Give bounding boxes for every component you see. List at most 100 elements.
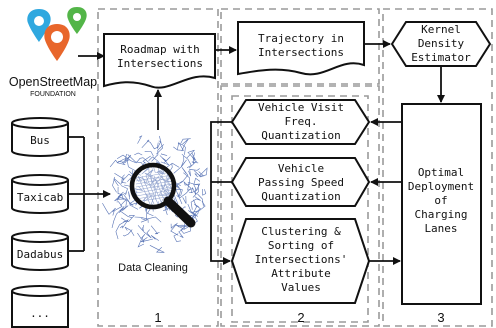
road-segment [186, 149, 196, 161]
node-roadmap: Roadmap with Intersections [103, 33, 216, 89]
map-pin-icon-orange [44, 24, 70, 61]
node-visit-line: Vehicle Visit [258, 101, 344, 114]
source-dadabus: Dadabus [11, 231, 69, 271]
node-visit-line: Quantization [261, 129, 340, 142]
road-segment [121, 174, 125, 184]
road-segment [115, 217, 127, 240]
node-optimal: Optimal Deployment of Charging Lanes [401, 103, 482, 305]
road-segment [116, 157, 127, 166]
osm-logo-name: OpenStreetMap [9, 75, 97, 89]
node-roadmap-line: Roadmap with [120, 43, 199, 56]
road-segment [135, 192, 173, 200]
road-segment [173, 141, 184, 151]
stage-2-box [220, 85, 380, 327]
road-segment [117, 186, 123, 195]
road-segment [134, 216, 162, 223]
road-segment [202, 188, 207, 196]
node-visit-line: Freq. [284, 115, 317, 128]
source-label: Bus [30, 134, 50, 147]
road-segment [135, 171, 173, 179]
road-segment [137, 175, 151, 205]
road-segment [123, 229, 133, 237]
road-segment [190, 196, 201, 210]
road-segment [135, 186, 173, 194]
road-segment [197, 193, 204, 207]
road-segment [119, 205, 133, 218]
road-segment [163, 178, 168, 189]
node-kde-line: Estimator [411, 51, 471, 64]
road-segment [189, 189, 198, 194]
node-trajectory-line: Trajectory in [258, 32, 344, 45]
map-pin-icon-green [67, 7, 87, 34]
source-label: Dadabus [17, 248, 63, 261]
road-network-image: Data Cleaning [102, 135, 208, 274]
road-segment [178, 220, 186, 238]
road-segment [140, 219, 149, 223]
node-clustering-line: Values [281, 281, 321, 294]
source-more: ... [11, 285, 69, 328]
road-segment [113, 176, 119, 187]
road-segment [149, 245, 165, 253]
road-segment [134, 152, 143, 156]
node-trajectory: Trajectory in Intersections [237, 21, 365, 76]
road-segment [124, 226, 135, 237]
node-speed-line: Vehicle [278, 162, 324, 175]
road-segment [140, 237, 154, 243]
road-segment [111, 206, 125, 228]
road-segment [129, 202, 139, 210]
road-segment [173, 159, 187, 174]
road-segment [144, 151, 154, 157]
source-label: Taxicab [17, 191, 63, 204]
road-segment [150, 225, 160, 235]
road-segment [121, 177, 127, 184]
road-segment [191, 155, 198, 163]
road-segment [137, 224, 144, 232]
stage-number-3: 3 [437, 310, 444, 325]
road-segment [126, 159, 137, 172]
road-segment [180, 223, 192, 234]
node-speed-line: Quantization [261, 190, 340, 203]
road-segment [182, 206, 186, 210]
road-segment [144, 172, 158, 182]
road-segment [188, 161, 199, 169]
flow-edges [154, 40, 445, 265]
map-pin-icon-blue [27, 9, 51, 42]
road-segment [114, 193, 124, 202]
road-segment [141, 139, 150, 149]
stage-number-1: 1 [154, 310, 161, 325]
road-segment [114, 172, 134, 181]
road-segment [129, 157, 141, 164]
road-segment [135, 177, 173, 185]
road-segment [120, 198, 127, 207]
road-segment [187, 203, 199, 217]
node-optimal-line: of [434, 194, 447, 207]
road-segment [190, 210, 199, 221]
magnifier-icon [129, 162, 196, 228]
road-segment [116, 153, 131, 162]
road-segment [181, 138, 189, 152]
node-clustering-line: Clustering & [261, 225, 341, 238]
road-segment [127, 154, 146, 166]
road-segment [145, 175, 159, 205]
road-segment [157, 170, 165, 175]
road-segment [124, 215, 135, 223]
node-clustering-line: Attribute [271, 267, 331, 280]
node-speed: Vehicle Passing Speed Quantization [230, 157, 371, 207]
road-segment [150, 178, 155, 185]
road-segment [173, 233, 181, 242]
road-segment [194, 173, 198, 178]
road-segment [128, 191, 130, 200]
road-segment [146, 207, 154, 217]
road-segment [134, 186, 144, 192]
road-segment [156, 135, 164, 155]
source-taxicab: Taxicab [11, 174, 69, 214]
edge-visit-to-clustering [210, 121, 232, 265]
road-segment [142, 155, 151, 164]
node-optimal-line: Charging [415, 208, 468, 221]
stage-2-top-box [220, 8, 380, 85]
road-segment [187, 181, 199, 198]
road-segment [160, 157, 170, 166]
node-kde-line: Kernel [421, 23, 461, 36]
road-segment [159, 155, 171, 164]
